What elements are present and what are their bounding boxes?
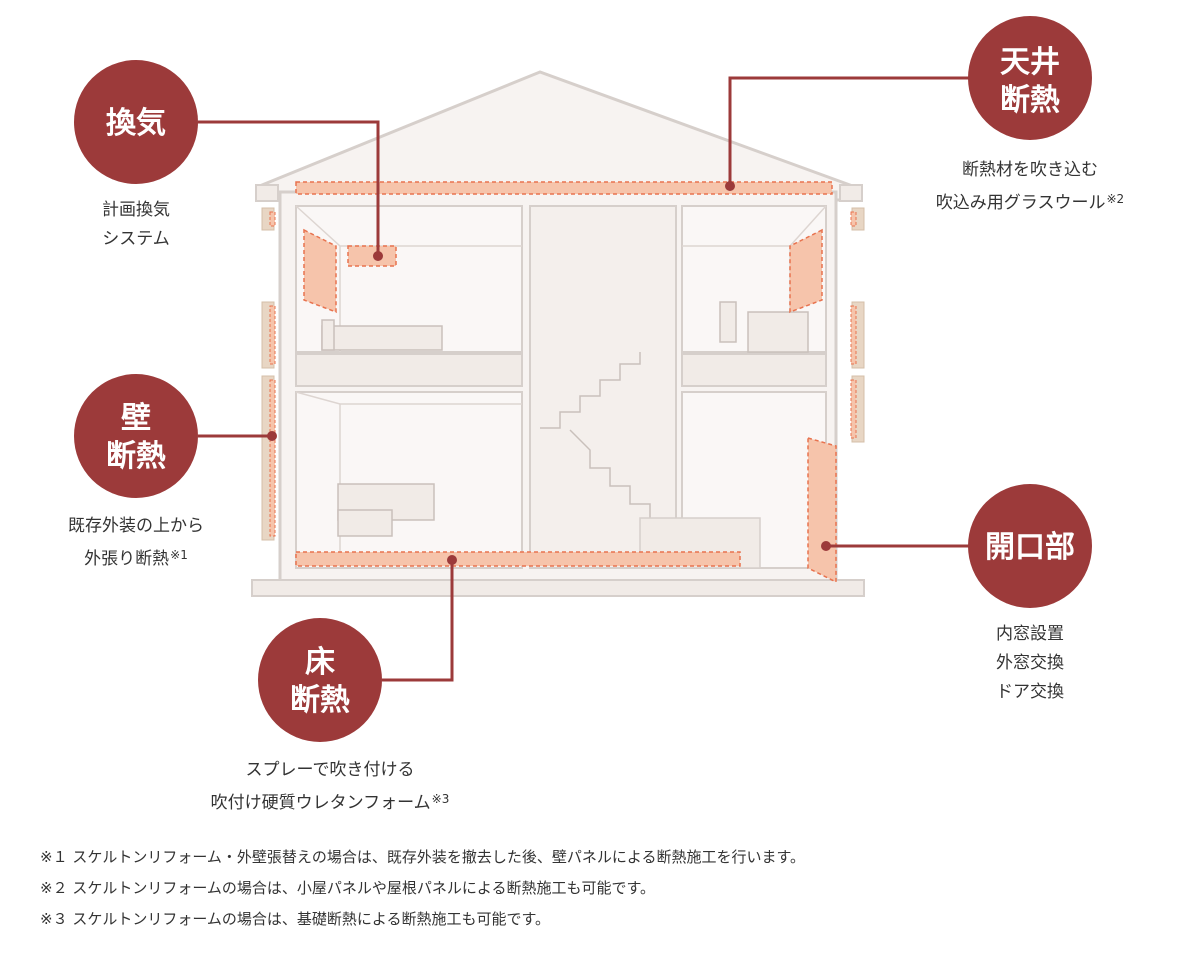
badge-wall-title-line2: 断熱 [106,439,166,474]
ventilation-zone [347,245,397,267]
ceiling-note-mark: ※2 [1106,192,1125,206]
leader-ceiling [728,76,970,186]
footnote-2: ※２ スケルトンリフォームの場合は、小屋パネルや屋根パネルによる断熱施工も可能で… [40,879,655,897]
door-opening-zone [807,437,837,584]
coffee-table [337,509,393,537]
badge-floor-title-line1: 床 [305,645,335,680]
badge-wall-title-line1: 壁 [121,401,151,436]
badge-opening: 開口部 [968,484,1092,608]
floor-insulation-zone [295,551,741,567]
badge-wall: 壁 断熱 [74,374,198,498]
leader-dots [267,181,831,565]
opening-desc-line3: ドア交換 [996,682,1064,702]
wall-description: 既存外装の上から 外張り断熱※1 [16,512,256,574]
floor-slab-left [295,353,523,387]
floor-description: スプレーで吹き付ける 吹付け硬質ウレタンフォーム※3 [160,756,500,818]
chair [719,301,737,343]
desk [747,311,809,353]
stairs-upper [540,352,641,429]
eave-left [255,184,279,202]
footnotes: ※１ スケルトンリフォーム・外壁張替えの場合は、既存外装を撤去した後、壁パネルに… [40,842,805,935]
footnote-1: ※１ スケルトンリフォーム・外壁張替えの場合は、既存外装を撤去した後、壁パネルに… [40,848,805,866]
house-structure [251,70,865,597]
wall-note-mark: ※1 [170,548,188,562]
ceiling-description: 断熱材を吹き込む 吹込み用グラスウール※2 [880,156,1180,218]
wall-desc-line1: 既存外装の上から [68,516,204,536]
floor-note-mark: ※3 [431,792,450,806]
bed [321,325,443,351]
ventilation-desc-line1: 計画換気 [102,200,170,220]
badge-ceiling-title-line1: 天井 [1000,45,1060,80]
floor-desc-line1: スプレーで吹き付ける [245,760,415,780]
insulation-zones [295,181,837,584]
badge-ventilation-title: 換気 [106,106,166,141]
ceiling-desc-line2: 吹込み用グラスウール [935,193,1106,213]
window-upper-left [303,228,337,314]
badge-ceiling: 天井 断熱 [968,16,1092,140]
opening-desc-line2: 外窓交換 [996,653,1064,673]
footnote-3: ※３ スケルトンリフォームの場合は、基礎断熱による断熱施工も可能です。 [40,910,550,928]
ventilation-description: 計画換気 システム [80,196,192,254]
window-upper-right [789,228,823,314]
stairwell [529,205,677,569]
stairs-lower [569,429,651,520]
ceiling-insulation-zone [295,181,833,195]
eave-right [839,184,863,202]
leader-floor [382,560,454,682]
room-lower-left [295,391,523,569]
badge-opening-title: 開口部 [985,530,1075,565]
floor-slab-right [681,353,827,387]
badge-floor: 床 断熱 [258,618,382,742]
exterior-cladding [261,207,865,541]
wall-desc-line2: 外張り断熱 [84,549,170,569]
badge-ventilation: 換気 [74,60,198,184]
leader-lines [198,76,970,682]
ceiling-desc-line1: 断熱材を吹き込む [962,160,1098,180]
leader-ventilation [198,120,380,256]
roof [260,70,852,202]
opening-description: 内窓設置 外窓交換 ドア交換 [960,620,1100,707]
opening-desc-line1: 内窓設置 [996,624,1064,644]
floor-desc-line2: 吹付け硬質ウレタンフォーム [210,793,431,813]
ventilation-desc-line2: システム [102,229,170,249]
badge-floor-title-line2: 断熱 [290,683,350,718]
badge-ceiling-title-line2: 断熱 [1000,83,1060,118]
foundation [251,579,865,597]
